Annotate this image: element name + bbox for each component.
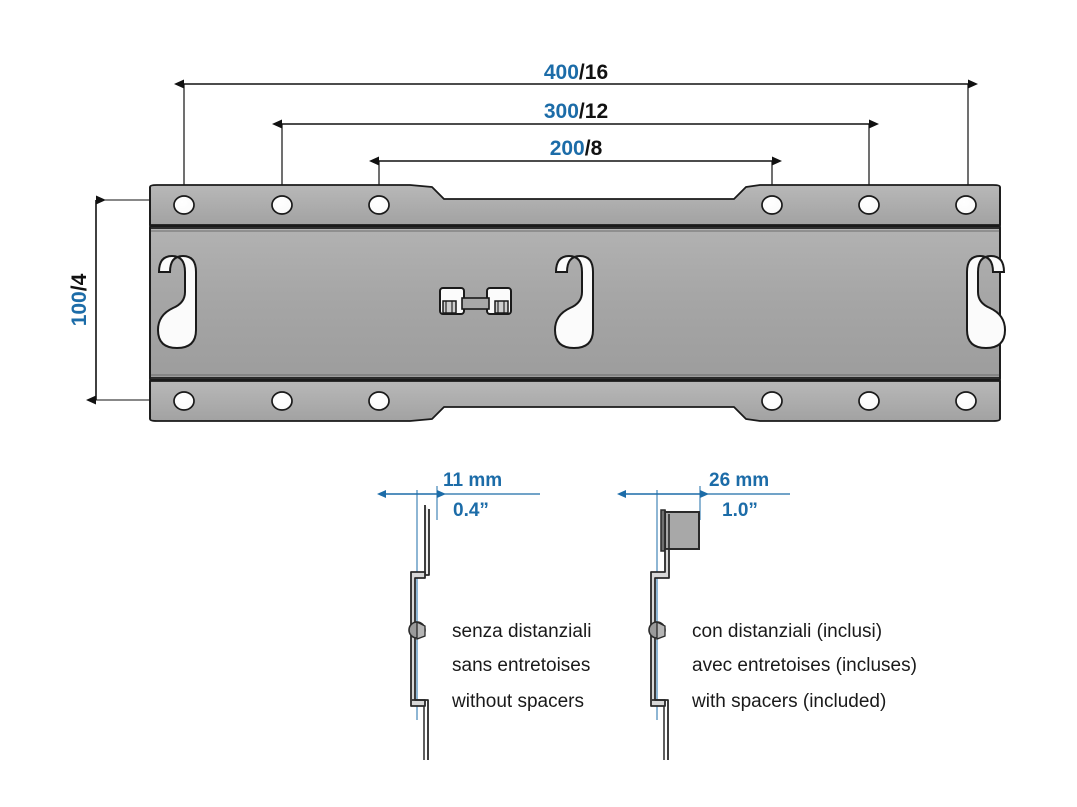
detail-with-spacers: 26 mm 1.0” con distanziali (inclusi) ave… <box>617 470 917 760</box>
bracket-plate <box>149 184 1007 422</box>
dim-200-imperial: 8 <box>591 137 603 160</box>
dim-300-sep: / <box>579 100 585 123</box>
dimension-100: 100/4 <box>68 195 150 405</box>
dim-200-label: 200/8 <box>550 137 603 160</box>
dimension-400: 400/16 <box>174 61 978 205</box>
bolt-shank <box>656 620 666 640</box>
plate-bottom-flange <box>149 380 1001 422</box>
bottom-flange-holes <box>173 391 977 411</box>
center-clip-left-tab <box>442 300 457 314</box>
caption-it-with-spacers: con distanziali (inclusi) <box>692 621 882 642</box>
mounting-hole <box>271 391 293 411</box>
mounting-hole <box>368 391 390 411</box>
mounting-hole <box>955 391 977 411</box>
dim-300-imperial: 12 <box>585 100 608 123</box>
mounting-hole <box>955 195 977 215</box>
caption-it-without-spacers: senza distanziali <box>452 621 591 642</box>
dim-200-sep: / <box>585 137 591 160</box>
mounting-hole <box>761 391 783 411</box>
caption-fr-without-spacers: sans entretoises <box>452 655 590 676</box>
center-clip-detail <box>439 287 512 315</box>
dim-300-metric: 300 <box>544 100 579 123</box>
detail-right-depth-imperial: 1.0” <box>722 500 758 521</box>
profile-left-lower-step <box>412 699 429 760</box>
detail-without-spacers: 11 mm 0.4” senza distanziali sans entret… <box>377 470 591 760</box>
dim-100-sep: / <box>68 285 91 291</box>
mounting-hole <box>173 195 195 215</box>
dim-100-metric: 100 <box>68 291 91 326</box>
dim-400-metric: 400 <box>544 61 579 84</box>
dimension-200: 200/8 <box>369 137 782 205</box>
center-clip-right-tab <box>494 300 509 314</box>
mounting-hole <box>173 391 195 411</box>
detail-left-depth-imperial: 0.4” <box>453 500 489 521</box>
bolt-shank <box>416 620 426 640</box>
keyhole-slot-center <box>553 254 594 350</box>
plate-top-flange <box>149 184 1001 226</box>
dim-200-metric: 200 <box>550 137 585 160</box>
caption-fr-with-spacers: avec entretoises (incluses) <box>692 655 917 676</box>
dim-400-imperial: 16 <box>585 61 608 84</box>
detail-left-depth-metric: 11 mm <box>443 470 502 491</box>
dim-400-label: 400/16 <box>544 61 608 84</box>
center-clip-bridge <box>461 297 490 310</box>
profile-right-bolt <box>648 620 666 640</box>
mounting-hole <box>858 195 880 215</box>
keyhole-slot-right-group <box>966 254 1007 350</box>
spacer-block <box>664 511 700 550</box>
profile-left-bolt <box>408 620 426 640</box>
dim-100-label: 100/4 <box>68 273 91 326</box>
mounting-hole <box>271 195 293 215</box>
dim-400-sep: / <box>579 61 585 84</box>
profile-right-lower-step <box>652 699 669 760</box>
profile-left-upper-hook <box>424 505 430 576</box>
detail-right-depth-metric: 26 mm <box>709 470 769 491</box>
keyhole-slot-left <box>156 254 197 350</box>
caption-en-with-spacers: with spacers (included) <box>691 691 886 712</box>
mounting-hole <box>368 195 390 215</box>
plate-body <box>149 227 1001 379</box>
caption-en-without-spacers: without spacers <box>451 691 584 712</box>
keyhole-slot-right <box>966 254 1007 350</box>
mounting-hole <box>858 391 880 411</box>
dim-100-imperial: 4 <box>68 273 91 285</box>
top-flange-holes <box>173 195 977 215</box>
mounting-hole <box>761 195 783 215</box>
dim-300-label: 300/12 <box>544 100 608 123</box>
